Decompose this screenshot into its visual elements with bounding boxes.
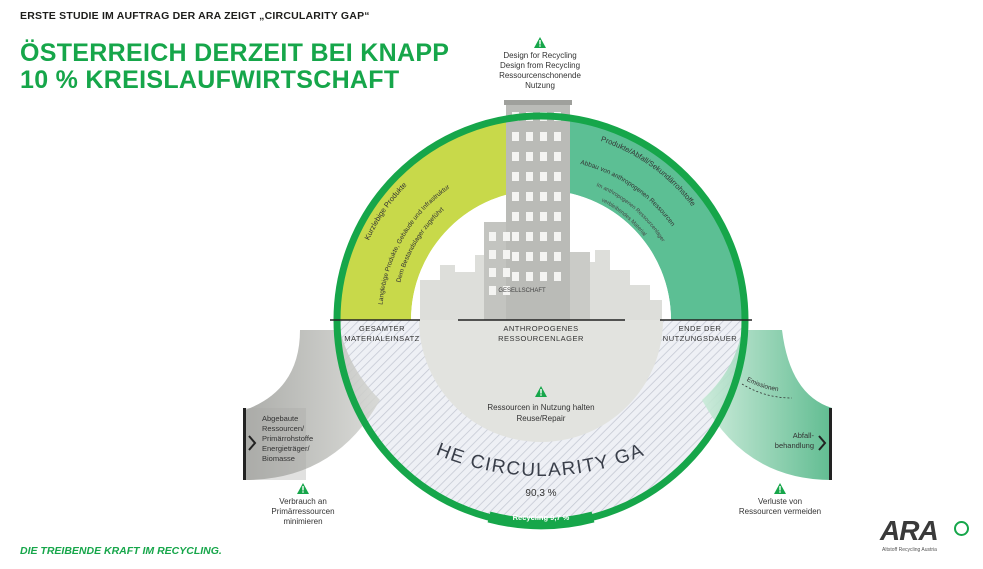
window bbox=[503, 250, 510, 259]
warning-icon bbox=[535, 386, 547, 397]
window bbox=[512, 132, 519, 141]
chevron-right-icon bbox=[248, 435, 257, 451]
window bbox=[526, 272, 533, 281]
headline-line-1: ÖSTERREICH DERZEIT BEI KNAPP bbox=[20, 39, 450, 67]
input-box-line-4: Energieträger/ bbox=[262, 444, 310, 453]
window bbox=[554, 212, 561, 221]
center-divider-label-1: ANTHROPOGENES bbox=[503, 324, 578, 333]
window bbox=[540, 172, 547, 181]
window bbox=[512, 232, 519, 241]
inflow-arc bbox=[245, 330, 380, 480]
window bbox=[554, 132, 561, 141]
left-note-line-1: Verbrauch an bbox=[279, 497, 327, 506]
window bbox=[554, 172, 561, 181]
top-note-line-2: Design from Recycling bbox=[499, 61, 581, 70]
right-note-line-2: Ressourcen vermeiden bbox=[738, 507, 822, 516]
window bbox=[554, 272, 561, 281]
input-box-line-5: Biomasse bbox=[262, 454, 295, 463]
window bbox=[540, 152, 547, 161]
window bbox=[540, 252, 547, 261]
left-note: Verbrauch an Primärressourcen minimieren bbox=[248, 483, 358, 527]
window bbox=[540, 132, 547, 141]
logo-ring-icon bbox=[954, 521, 969, 536]
window bbox=[540, 272, 547, 281]
recycling-arc bbox=[487, 511, 595, 530]
window bbox=[526, 132, 533, 141]
upper-left-arc bbox=[335, 114, 541, 320]
logo-subtitle: Altstoff Recycling Austria bbox=[882, 547, 937, 553]
input-bar bbox=[243, 408, 246, 480]
right-note: Verluste von Ressourcen vermeiden bbox=[720, 483, 840, 517]
society-label: GESELLSCHAFT bbox=[498, 288, 546, 294]
tower-roof bbox=[504, 100, 572, 105]
window bbox=[489, 286, 496, 295]
window bbox=[540, 232, 547, 241]
window bbox=[540, 212, 547, 221]
window bbox=[526, 172, 533, 181]
ara-logo: ARA Altstoff Recycling Austria bbox=[880, 515, 975, 555]
window bbox=[489, 232, 496, 241]
window bbox=[554, 152, 561, 161]
chevron-right-icon bbox=[818, 435, 827, 451]
left-divider-label-1: GESAMTER bbox=[359, 324, 405, 333]
left-divider-label-2: MATERIALEINSATZ bbox=[344, 334, 420, 343]
window bbox=[512, 252, 519, 261]
window bbox=[526, 192, 533, 201]
side-building bbox=[568, 252, 590, 320]
upper-right-arc bbox=[541, 114, 747, 320]
window bbox=[512, 172, 519, 181]
top-note-line-1: Design for Recycling bbox=[503, 51, 577, 60]
window bbox=[554, 192, 561, 201]
right-divider-label-1: ENDE DER bbox=[679, 324, 722, 333]
window bbox=[503, 268, 510, 277]
warning-icon bbox=[297, 483, 309, 494]
window bbox=[526, 232, 533, 241]
inner-note-1: Ressourcen in Nutzung halten bbox=[487, 403, 594, 412]
gap-value: 90,3 % bbox=[525, 488, 556, 499]
warning-icon bbox=[534, 37, 546, 48]
headline: ÖSTERREICH DERZEIT BEI KNAPP 10 % KREISL… bbox=[20, 40, 449, 94]
window bbox=[512, 272, 519, 281]
top-note-line-3: Ressourcenschonende bbox=[499, 71, 581, 80]
window bbox=[512, 152, 519, 161]
footer-slogan: DIE TREIBENDE KRAFT IM RECYCLING. bbox=[20, 545, 222, 557]
window bbox=[489, 268, 496, 277]
output-box-line-1: Abfall- bbox=[793, 431, 815, 440]
left-note-line-2: Primärressourcen bbox=[271, 507, 335, 516]
window bbox=[489, 250, 496, 259]
window bbox=[526, 252, 533, 261]
output-box-line-2: behandlung bbox=[775, 441, 814, 450]
input-box-line-1: Abgebaute bbox=[262, 414, 298, 423]
left-note-line-3: minimieren bbox=[283, 517, 323, 526]
window bbox=[554, 232, 561, 241]
center-divider-label-2: RESSOURCENLAGER bbox=[498, 334, 584, 343]
window bbox=[512, 212, 519, 221]
recycling-label: Recycling 9,7 % bbox=[513, 513, 570, 522]
top-note: Design for Recycling Design from Recycli… bbox=[470, 37, 610, 91]
window bbox=[503, 286, 510, 295]
headline-line-2: 10 % KREISLAUFWIRTSCHAFT bbox=[20, 66, 400, 94]
small-building-windows bbox=[489, 232, 510, 295]
window bbox=[512, 192, 519, 201]
window bbox=[503, 232, 510, 241]
right-note-line-1: Verluste von bbox=[757, 497, 803, 506]
output-bar bbox=[829, 408, 832, 480]
window bbox=[526, 212, 533, 221]
window bbox=[554, 252, 561, 261]
right-divider-label-2: NUTZUNGSDAUER bbox=[663, 334, 738, 343]
window bbox=[526, 152, 533, 161]
input-box-line-2: Ressourcen/ bbox=[262, 424, 305, 433]
outflow-arc bbox=[702, 330, 832, 480]
emissions-arrow bbox=[741, 383, 793, 399]
logo-word: ARA bbox=[880, 515, 939, 546]
top-note-line-4: Nutzung bbox=[525, 81, 555, 90]
kicker: ERSTE STUDIE IM AUFTRAG DER ARA ZEIGT „C… bbox=[20, 10, 370, 22]
window bbox=[540, 192, 547, 201]
inner-note-2: Reuse/Repair bbox=[517, 414, 566, 423]
warning-icon bbox=[774, 483, 786, 494]
input-box-line-3: Primärrohstoffe bbox=[262, 434, 313, 443]
